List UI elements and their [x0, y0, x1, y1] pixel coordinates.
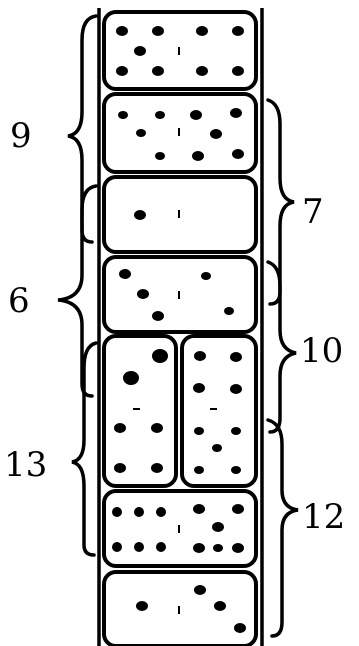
pip: [190, 110, 202, 120]
pip: [224, 307, 234, 315]
brace-right-10: [268, 262, 296, 432]
pip: [155, 111, 165, 119]
pip: [232, 543, 244, 553]
label-left-6: 6: [8, 281, 30, 321]
pip: [152, 26, 164, 36]
pip: [136, 601, 148, 611]
pip: [152, 349, 168, 363]
pip: [196, 26, 208, 36]
domino-5-right-tile: [182, 336, 256, 486]
pip: [201, 272, 211, 280]
label-right-10: 10: [300, 331, 343, 371]
pip: [134, 507, 144, 517]
brace-right-7: [268, 100, 294, 304]
pip: [112, 507, 122, 517]
pip: [134, 210, 146, 220]
pip: [155, 152, 165, 160]
pip: [193, 543, 205, 553]
pip: [212, 444, 222, 452]
right-braces: [268, 100, 298, 636]
pip: [134, 542, 144, 552]
left-braces: [58, 16, 96, 555]
pip: [214, 601, 226, 611]
pip: [230, 384, 242, 394]
pip: [136, 129, 146, 137]
pip: [232, 149, 244, 159]
pip: [210, 129, 222, 139]
pip: [116, 66, 128, 76]
pip: [194, 351, 206, 361]
label-right-12: 12: [302, 497, 345, 537]
pip: [232, 26, 244, 36]
pip: [231, 427, 241, 435]
brace-left-6: [58, 186, 96, 396]
pip: [196, 66, 208, 76]
pip: [151, 423, 163, 433]
pip: [116, 26, 128, 36]
pip: [194, 427, 204, 435]
pip: [119, 269, 131, 279]
brace-left-13: [72, 343, 96, 555]
pip: [118, 111, 128, 119]
pip: [134, 46, 146, 56]
label-left-13: 13: [4, 445, 47, 485]
pip: [212, 522, 224, 532]
pip: [231, 466, 241, 474]
pip: [152, 311, 164, 321]
pip: [230, 352, 242, 362]
pip: [123, 371, 139, 385]
label-right-7: 7: [302, 192, 324, 232]
pip: [152, 66, 164, 76]
pip: [194, 585, 206, 595]
pip: [193, 504, 205, 514]
pip: [193, 383, 205, 393]
pip: [151, 463, 163, 473]
pip: [114, 423, 126, 433]
pip: [156, 542, 166, 552]
pip: [112, 542, 122, 552]
pip: [156, 507, 166, 517]
pip: [213, 544, 223, 552]
pip: [114, 463, 126, 473]
pip: [234, 623, 246, 633]
pip: [230, 108, 242, 118]
pip: [232, 504, 244, 514]
pip: [232, 66, 244, 76]
label-left-9: 9: [10, 116, 32, 156]
pip: [194, 466, 204, 474]
brace-right-12: [268, 420, 298, 636]
pip: [137, 289, 149, 299]
pip: [192, 151, 204, 161]
